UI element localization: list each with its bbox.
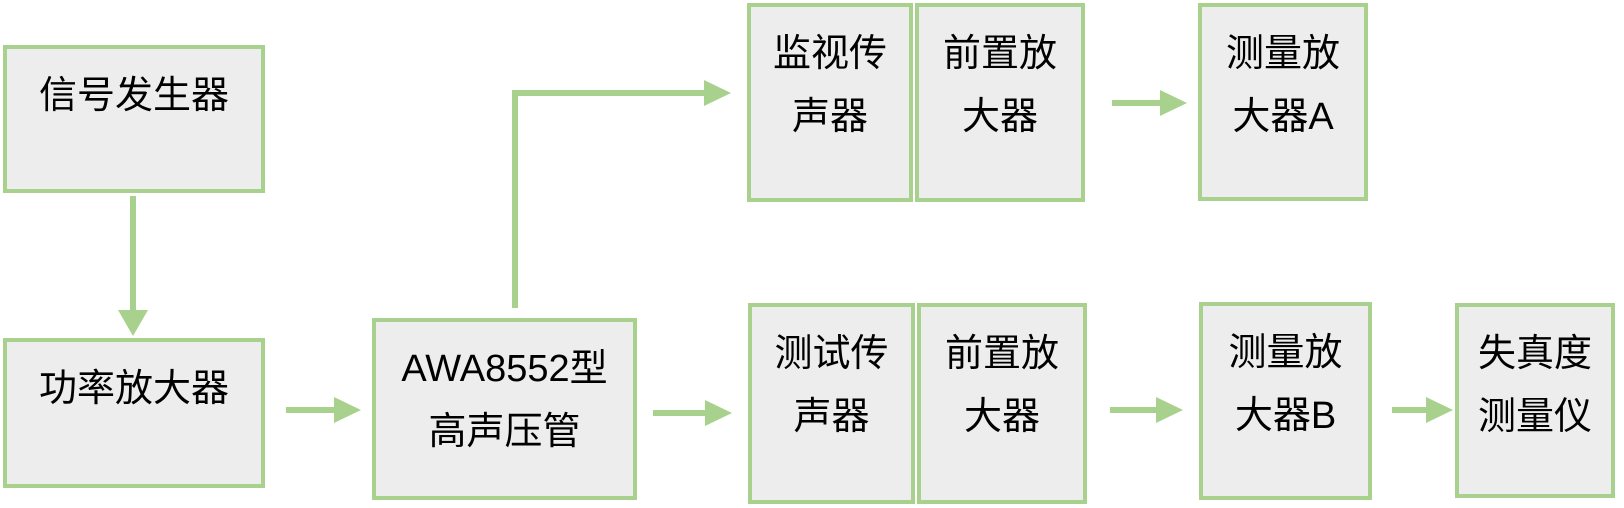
node-label: 测试传: [774, 333, 889, 375]
arrow-shaft: [130, 196, 136, 310]
node-label: 功率放大器: [38, 368, 229, 410]
arrow-shaft: [1110, 407, 1156, 413]
node-label: 前置放: [944, 333, 1059, 375]
node-label: 大器B: [1234, 395, 1337, 437]
node-power-amplifier: 功率放大器: [3, 338, 265, 488]
arrow-head-right-icon: [334, 397, 361, 423]
node-label: 大器: [963, 396, 1040, 438]
arrow-shaft: [286, 407, 334, 413]
arrow-head-down-icon: [118, 310, 148, 336]
node-label: 测量放: [1228, 332, 1343, 374]
node-label: 声器: [793, 396, 870, 438]
node-label: 信号发生器: [38, 75, 229, 117]
arrow-head-right-icon: [1426, 397, 1453, 423]
node-label: 高声压管: [428, 411, 581, 453]
arrow-shaft: [512, 90, 704, 96]
node-label: AWA8552型: [401, 348, 608, 390]
arrow-shaft: [1392, 407, 1426, 413]
arrow-shaft: [512, 93, 518, 308]
arrow-head-right-icon: [1156, 397, 1183, 423]
arrow-shaft: [1112, 100, 1160, 106]
node-preamplifier-bottom: 前置放 大器: [917, 303, 1087, 504]
node-signal-generator: 信号发生器: [3, 45, 265, 193]
arrow-shaft: [653, 410, 705, 416]
node-label: 测量仪: [1477, 396, 1592, 438]
node-label: 大器: [961, 96, 1038, 138]
node-measuring-amplifier-b: 测量放 大器B: [1199, 302, 1372, 500]
node-label: 大器A: [1232, 96, 1334, 138]
node-label: 声器: [791, 96, 868, 138]
arrow-head-right-icon: [705, 400, 732, 426]
node-test-microphone: 测试传 声器: [748, 303, 915, 504]
node-measuring-amplifier-a: 测量放 大器A: [1198, 3, 1368, 201]
node-preamplifier-top: 前置放 大器: [915, 3, 1085, 202]
arrow-head-right-icon: [1160, 90, 1187, 116]
node-monitor-microphone: 监视传 声器: [747, 3, 913, 202]
node-awa8552-tube: AWA8552型 高声压管: [372, 318, 637, 500]
node-label: 前置放: [942, 33, 1057, 75]
arrow-head-right-icon: [704, 80, 731, 106]
node-label: 失真度: [1477, 333, 1592, 375]
node-label: 测量放: [1225, 33, 1340, 75]
node-label: 监视传: [772, 33, 887, 75]
node-distortion-meter: 失真度 测量仪: [1455, 303, 1615, 498]
